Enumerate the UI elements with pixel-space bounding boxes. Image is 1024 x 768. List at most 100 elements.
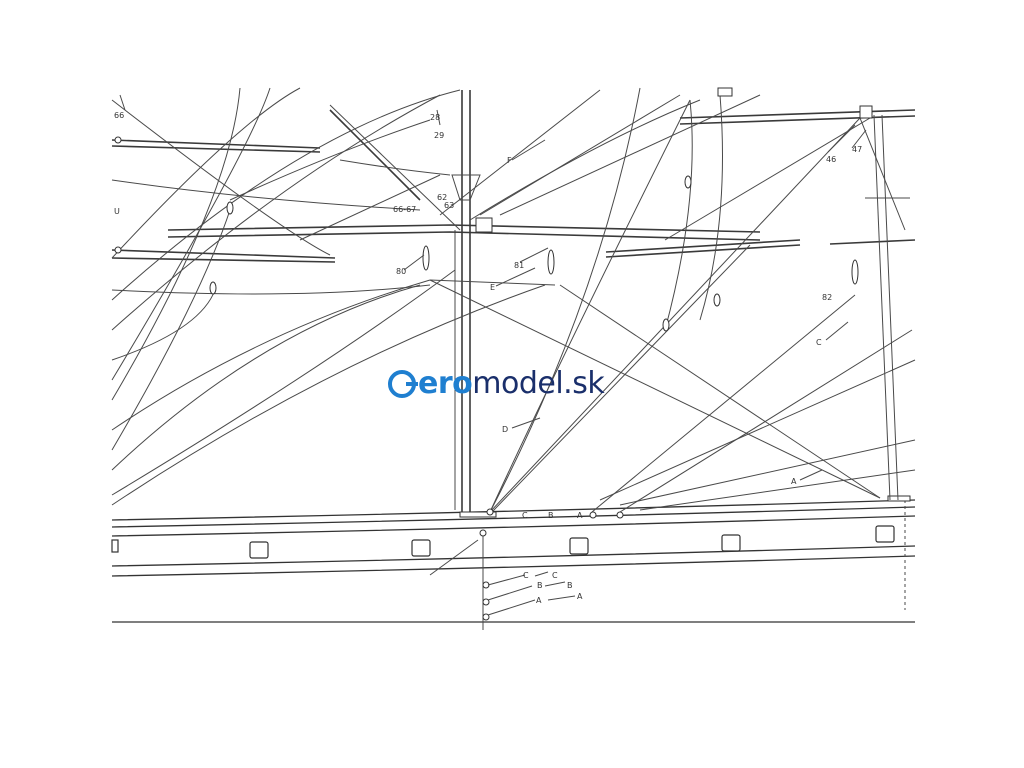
belaying-pin [482,613,490,621]
upper-left-yard-lower [111,145,321,153]
label-B-rail: B [548,511,554,520]
belaying-pin [589,511,597,519]
gunport [111,539,119,553]
rigging-line [859,117,906,231]
leader-arrow [851,129,867,149]
label-80: 80 [396,267,406,276]
aeromodel-watermark: ero model.sk [388,366,605,401]
rigging-line [329,104,461,231]
pulley-block [209,281,217,295]
rigging-line [599,359,916,501]
main-yard-lower [167,231,761,241]
rigging-line [619,439,916,506]
pulley-block [713,293,721,307]
upper-left-yard [111,139,321,149]
leader-arrow [519,247,549,263]
label-C-deck-2: C [552,571,558,580]
lower-left-yard [111,249,336,259]
rail-second-line [111,506,916,528]
leader-arrow [511,139,546,161]
rigging-line [479,94,681,216]
leader-arrow [827,124,856,153]
rigging-line [111,179,421,211]
hull-structure [111,495,916,623]
leader-arrow [119,94,126,111]
right-yard [605,239,801,253]
deadeye-block [851,259,859,285]
label-A-deck: A [536,596,542,605]
leader-arrow [495,267,536,287]
far-right-yard [829,239,916,245]
wale-line [111,545,916,567]
belaying-pin [479,529,487,537]
rigging-line [559,284,881,499]
leader-arrow [436,109,441,126]
reference-labels: 66 28 29 F 46 47 66-67 62 63 U 80 81 E 8… [114,111,862,605]
mast-top [451,174,481,201]
rigging-line [111,99,331,256]
mast-step [459,511,497,518]
rigging-line [111,87,271,381]
leader-arrow [825,321,849,341]
rigging-line [489,99,691,513]
label-C-upper: C [816,338,822,347]
belaying-pin [486,508,494,516]
label-82: 82 [822,293,832,302]
label-B-deck: B [537,581,543,590]
mainmast [451,90,490,630]
belaying-pin [482,598,490,606]
stern-chock [887,495,911,502]
label-29: 29 [434,131,444,140]
belaying-pin [616,511,624,519]
deadeye-block [422,245,430,271]
label-66-67: 66-67 [393,205,416,214]
rigging-line [664,117,871,241]
leader-arrow [547,595,576,601]
upper-right-yard [679,109,916,119]
label-47: 47 [852,145,862,154]
rigging-line [664,99,693,331]
leader-arrow [511,417,541,429]
rigging-line [111,87,301,259]
rail-third-line [111,515,916,537]
diagonal-spar [329,109,421,201]
rail-top-line [111,499,916,521]
label-B-deck-2: B [567,581,573,590]
label-63: 63 [444,201,454,210]
deadeye-block [547,249,555,275]
rigging-line [619,329,913,513]
label-A-rail: A [577,511,583,520]
rigging-line [591,294,856,513]
leader-arrow [429,539,479,576]
label-A-upper: A [791,477,797,486]
rigging-line [699,94,723,321]
leader-arrow [799,469,823,481]
gunport [411,539,431,557]
rigging-line [111,284,421,471]
rigging-line [489,87,641,513]
leader-arrow [544,581,566,587]
rigging-line [111,289,216,361]
main-yard [167,224,761,233]
rigging-line [111,94,441,331]
yard-block [475,217,493,233]
rigging-line [469,99,701,221]
upper-right-yard-lower [679,115,916,125]
leader-arrow [534,571,549,577]
rigging-line [111,269,456,496]
watermark-domain: model.sk [472,366,605,401]
yard-block [717,87,733,97]
rigging-lines [111,87,916,513]
leader-arrow [487,599,536,616]
gunport [875,525,895,543]
label-U: U [114,207,120,216]
belaying-pin [114,246,122,254]
lower-left-yard-lower [111,257,336,263]
rigging-blocks [114,87,873,519]
label-C-deck: C [523,571,529,580]
label-46: 46 [826,155,836,164]
label-E: E [490,283,495,292]
rigging-line [111,209,231,451]
rigging-line [491,244,751,513]
rigging-line [111,279,431,431]
